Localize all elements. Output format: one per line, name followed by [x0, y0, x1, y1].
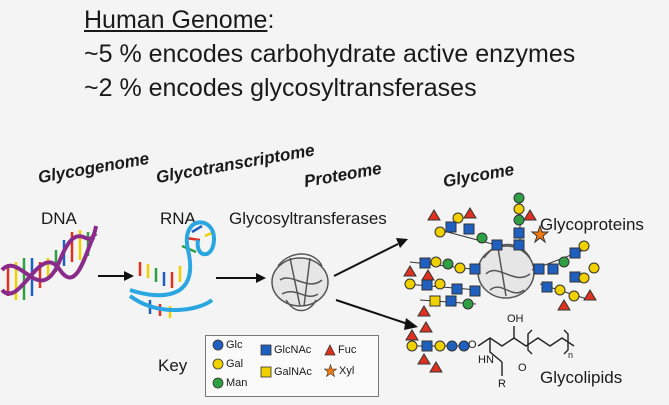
chem-o: O — [518, 362, 527, 374]
key-item-glcnac-label: GlcNAc — [274, 344, 312, 356]
glycolipid-glycan-icon — [405, 321, 470, 373]
man-circle-icon — [212, 377, 224, 389]
chem-o-link: O — [468, 339, 477, 351]
key-item-gal: Gal — [212, 358, 243, 370]
label-dna: DNA — [41, 209, 77, 228]
arrow-to-glycolipids-icon — [335, 299, 418, 330]
key-item-glc: Glc — [212, 339, 243, 351]
label-glycosyltransferases: Glycosyltransferases — [229, 209, 387, 228]
glcnac-square-icon — [260, 344, 272, 356]
key-item-man-label: Man — [226, 377, 248, 389]
chem-n-subscript: n — [568, 350, 574, 360]
header-title-text: Human Genome — [84, 6, 268, 34]
protein-structure-icon — [271, 253, 329, 312]
chem-oh: OH — [507, 313, 524, 325]
key-item-xyl: Xyl — [324, 364, 354, 377]
rna-strand-icon — [128, 220, 217, 318]
key-item-fuc-label: Fuc — [338, 344, 357, 356]
label-glycolipids: Glycolipids — [540, 368, 623, 387]
header-title-suffix: : — [267, 6, 275, 34]
key-item-xyl-label: Xyl — [339, 364, 355, 377]
fuc-triangle-icon — [324, 344, 336, 356]
header-line-1: ~5 % encodes carbohydrate active enzymes — [84, 40, 576, 68]
header-title: Human Genome: — [84, 6, 274, 35]
key-item-galnac-label: GalNAc — [274, 366, 312, 378]
gal-circle-icon — [212, 358, 224, 370]
key-label: Key — [158, 356, 188, 375]
chem-hn: HN — [478, 354, 494, 366]
ceramide-lipid-icon — [477, 326, 575, 376]
glc-circle-icon — [212, 339, 224, 351]
arrow-to-glycoproteins-icon — [333, 238, 408, 277]
key-item-glc-label: Glc — [226, 339, 243, 351]
key-item-fuc: Fuc — [324, 344, 356, 356]
dna-helix-icon — [0, 225, 98, 300]
key-item-man: Man — [212, 377, 247, 389]
glycan-trees-icon — [403, 192, 600, 317]
key-box: Glc Gal Man GlcNAc GalNAc Fuc Xyl — [205, 335, 379, 397]
galnac-square-icon — [260, 366, 272, 378]
key-item-gal-label: Gal — [226, 358, 244, 370]
key-item-glcnac: GlcNAc — [260, 344, 311, 356]
chem-r: R — [498, 378, 506, 390]
xyl-star-icon — [324, 364, 337, 377]
header-line-2: ~2 % encodes glycosyltransferases — [84, 74, 477, 102]
arrow-dna-rna-icon — [98, 271, 134, 281]
key-item-galnac: GalNAc — [260, 366, 312, 378]
arrow-rna-protein-icon — [216, 273, 266, 283]
glycoprotein-structure-icon — [477, 243, 535, 299]
label-rna: RNA — [160, 209, 196, 228]
label-glycoproteins: Glycoproteins — [540, 215, 644, 234]
